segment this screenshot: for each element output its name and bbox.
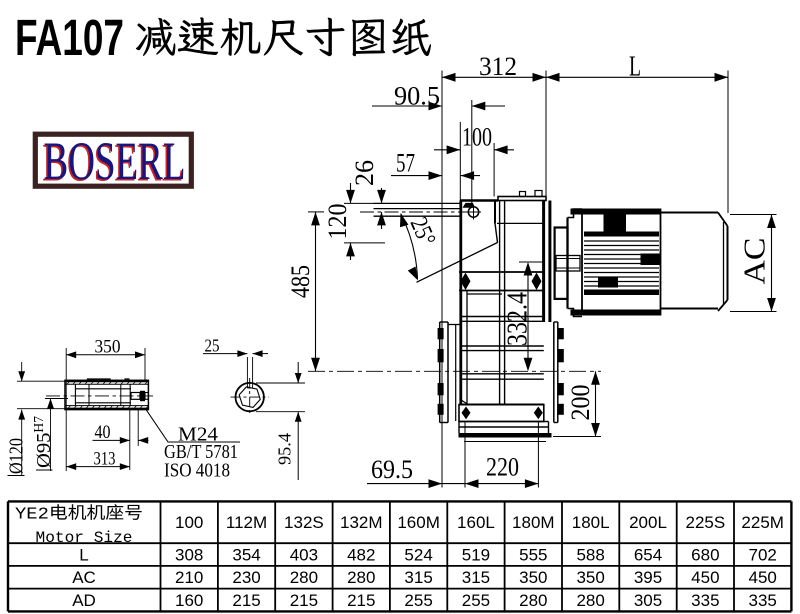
svg-text:215: 215 [347,591,375,610]
svg-text:225S: 225S [685,513,725,532]
svg-text:350: 350 [95,337,121,358]
svg-text:180L: 180L [572,513,610,532]
svg-text:680: 680 [691,546,719,565]
svg-text:255: 255 [404,591,432,610]
svg-text:25: 25 [205,336,220,356]
svg-text:312: 312 [479,52,517,81]
svg-text:524: 524 [404,546,432,565]
svg-text:305: 305 [634,591,662,610]
svg-text:AC: AC [72,568,96,587]
svg-text:350: 350 [576,568,604,587]
svg-text:57: 57 [396,149,415,178]
svg-text:315: 315 [404,568,432,587]
svg-text:280: 280 [576,591,604,610]
svg-text:132S: 132S [284,513,324,532]
svg-text:280: 280 [347,568,375,587]
svg-text:ISO 4018: ISO 4018 [164,460,230,482]
svg-text:315: 315 [462,568,490,587]
svg-text:335: 335 [749,591,777,610]
svg-text:395: 395 [634,568,662,587]
svg-text:Ø120: Ø120 [6,438,28,474]
svg-text:160: 160 [175,591,203,610]
svg-text:160M: 160M [397,513,440,532]
svg-text:120: 120 [323,204,352,240]
svg-text:200L: 200L [629,513,667,532]
svg-text:M24: M24 [178,424,218,446]
svg-text:588: 588 [576,546,604,565]
svg-text:BOSERL: BOSERL [44,131,186,191]
svg-text:40: 40 [95,422,111,443]
svg-text:160L: 160L [457,513,495,532]
svg-text:332.4: 332.4 [503,292,534,346]
svg-text:403: 403 [290,546,318,565]
svg-text:26: 26 [350,160,379,186]
svg-text:210: 210 [175,568,203,587]
svg-text:95.4: 95.4 [275,433,295,465]
svg-text:减速机尺寸图纸: 减速机尺寸图纸 [134,9,432,64]
svg-text:308: 308 [175,546,203,565]
svg-text:702: 702 [749,546,777,565]
svg-text:280: 280 [519,591,547,610]
svg-text:280: 280 [290,568,318,587]
svg-text:BOSERL: BOSERL [42,132,184,192]
svg-text:555: 555 [519,546,547,565]
svg-text:AC: AC [737,238,772,285]
svg-text:100: 100 [462,123,492,152]
svg-text:132M: 132M [340,513,383,532]
svg-text:100: 100 [175,513,203,532]
svg-text:485: 485 [286,265,315,298]
svg-text:215: 215 [232,591,260,610]
svg-text:200: 200 [566,385,595,421]
svg-text:FA107: FA107 [15,9,124,66]
svg-text:YE2电机机座号: YE2电机机座号 [15,504,143,525]
svg-text:112M: 112M [226,513,267,532]
svg-text:350: 350 [519,568,547,587]
svg-text:69.5: 69.5 [371,455,413,484]
svg-text:Ø95H7: Ø95H7 [31,416,55,468]
svg-text:215: 215 [290,591,318,610]
svg-text:450: 450 [691,568,719,587]
svg-text:90.5: 90.5 [394,82,440,111]
svg-text:354: 354 [232,546,260,565]
svg-text:L: L [79,546,88,565]
svg-text:220: 220 [486,453,519,482]
svg-text:255: 255 [462,591,490,610]
svg-text:GB/T 5781: GB/T 5781 [164,441,238,463]
svg-text:450: 450 [749,568,777,587]
svg-text:482: 482 [347,546,375,565]
svg-text:L: L [629,52,641,83]
svg-text:335: 335 [691,591,719,610]
svg-text:654: 654 [634,546,662,565]
svg-text:180M: 180M [512,513,555,532]
svg-text:519: 519 [462,546,490,565]
svg-text:225M: 225M [741,513,784,532]
svg-text:313: 313 [94,449,116,470]
svg-text:Motor Size: Motor Size [36,529,133,547]
svg-text:AD: AD [72,591,96,610]
svg-text:230: 230 [232,568,260,587]
